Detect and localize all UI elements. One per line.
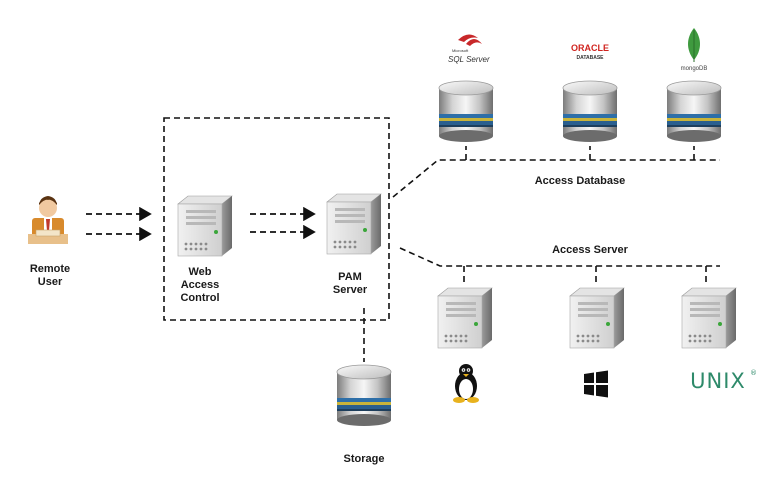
storage-label: Storage xyxy=(344,453,385,465)
oracle-logo-subtext: DATABASE xyxy=(576,55,604,61)
pam-server-label: PAM Server xyxy=(322,271,378,297)
remote-user-label-line1: Remote xyxy=(29,263,71,275)
windows-server-icon xyxy=(569,287,625,349)
windows-logo-icon xyxy=(584,370,608,398)
web-access-control-label-line1: Web xyxy=(188,266,212,278)
sql-server-logo: Microsoft SQL Server xyxy=(448,34,490,64)
remote-user-icon xyxy=(28,196,68,244)
mongodb-logo: mongoDB xyxy=(681,28,708,72)
pam-server-icon xyxy=(326,193,382,255)
linux-server-icon xyxy=(437,287,493,349)
connector-pam-databases xyxy=(392,146,720,198)
remote-user-label: Remote User xyxy=(22,263,78,289)
linux-tux-icon xyxy=(453,364,479,403)
connector-pam-servers xyxy=(399,247,720,284)
oracle-logo-text: ORACLE xyxy=(571,43,609,53)
remote-user-label-line2: User xyxy=(37,276,63,288)
pam-boundary-box xyxy=(163,117,390,321)
oracle-database-icon xyxy=(562,80,618,143)
web-access-control-server-icon xyxy=(177,195,233,257)
mongodb-database-icon xyxy=(666,80,722,143)
sql-server-logo-text: SQL Server xyxy=(448,55,490,64)
oracle-logo: ORACLE DATABASE xyxy=(571,43,609,61)
pam-server-label-line1: PAM xyxy=(338,271,362,283)
unix-logo-mark: ® xyxy=(750,369,757,377)
sql-server-database-icon xyxy=(438,80,494,143)
access-database-label: Access Database xyxy=(535,175,626,187)
mongodb-logo-text: mongoDB xyxy=(681,66,708,72)
access-server-label: Access Server xyxy=(552,244,629,256)
storage-database-icon xyxy=(336,364,392,427)
web-access-control-label-line3: Control xyxy=(180,292,220,304)
web-access-control-label: Web Access Control xyxy=(168,266,232,305)
web-access-control-label-line2: Access xyxy=(180,279,220,291)
sql-server-logo-small: Microsoft xyxy=(452,48,469,53)
unix-logo: UNIX ® xyxy=(690,369,757,393)
unix-logo-text: UNIX xyxy=(690,369,746,393)
pam-server-label-line2: Server xyxy=(332,284,368,296)
unix-server-icon xyxy=(681,287,737,349)
